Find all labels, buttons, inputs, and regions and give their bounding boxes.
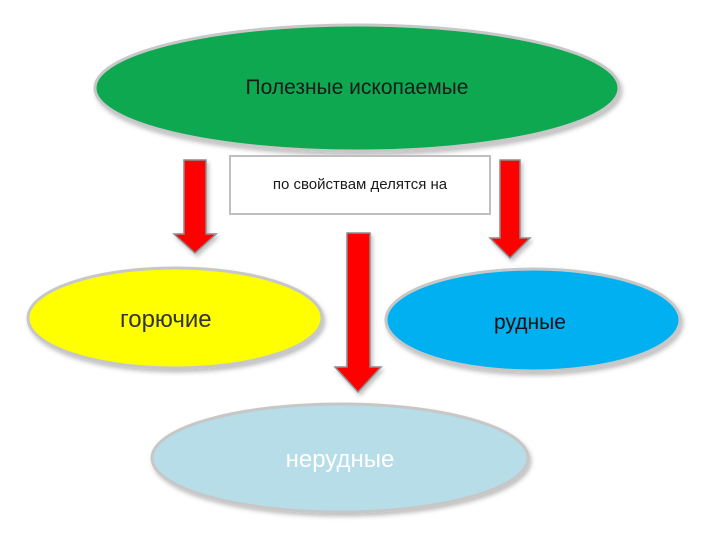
arrow-to-nonmetallic [333, 232, 383, 394]
combustible-ellipse [26, 266, 324, 370]
nonmetallic-label: нерудные [285, 446, 395, 473]
combustible-label: горючие [120, 306, 212, 333]
connector-label: по свойствам делятся на [272, 176, 448, 193]
arrow-to-ore [488, 159, 532, 260]
root-label: Полезные ископаемые [245, 76, 469, 99]
ore-ellipse [384, 267, 682, 373]
nonmetallic-ellipse [150, 402, 530, 514]
arrow-to-combustible [172, 159, 218, 255]
ore-label: рудные [494, 311, 566, 334]
root-ellipse [93, 23, 621, 153]
connector-box [229, 155, 491, 215]
